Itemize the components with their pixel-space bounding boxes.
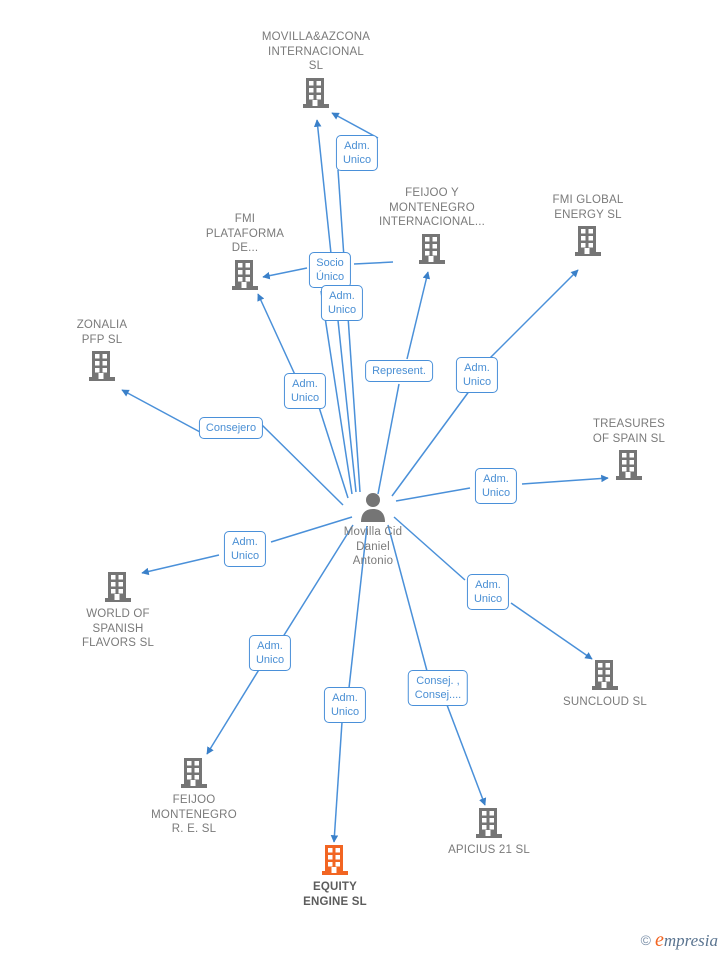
building-icon (43, 570, 193, 604)
node-fmi-global-energy[interactable]: FMI GLOBAL ENERGY SL (513, 193, 663, 258)
building-icon (530, 658, 680, 692)
node-movilla-azcona[interactable]: MOVILLA&AZCONA INTERNACIONAL SL (241, 30, 391, 110)
building-icon (414, 806, 564, 840)
node-label-fmi-plataforma: FMI PLATAFORMA DE... (205, 213, 285, 254)
node-label-zonalia-pfp: ZONALIA PFP SL (76, 319, 128, 346)
node-feijoo-montenegro-re[interactable]: FEIJOO MONTENEGRO R. E. SL (119, 756, 269, 837)
node-label-treasures-of-spain: TREASURES OF SPAIN SL (592, 418, 666, 445)
edge-admunico-to-movilla-azcona (331, 112, 379, 139)
node-feijoo-montenegro-internacional[interactable]: FEIJOO Y MONTENEGRO INTERNACIONAL... (357, 186, 507, 266)
building-icon (554, 448, 704, 482)
edge-center-to-wosf (270, 516, 353, 543)
edge-admunico-to-fmiglobal (486, 269, 579, 362)
edge-center-to-fmi-plataforma-socio (320, 290, 353, 495)
edge-label-adm-unico-world-of-spanish-flavors[interactable]: Adm. Unico (223, 531, 267, 567)
node-label-center-person: Movilla Cid Daniel Antonio (343, 526, 403, 567)
node-label-equity-engine: EQUITY ENGINE SL (303, 881, 367, 908)
edge-label-adm-unico-suncloud[interactable]: Adm. Unico (466, 574, 510, 610)
brand-initial: e (654, 929, 664, 951)
edge-center-to-movilla-azcona-b (337, 169, 361, 493)
edge-admunico-to-fmi-plataforma (257, 293, 297, 378)
edge-socio-right-stub (353, 261, 394, 265)
edge-center-to-treasures (395, 487, 471, 502)
node-label-fmi-global-energy: FMI GLOBAL ENERGY SL (552, 194, 624, 221)
edge-center-to-equity (348, 525, 368, 689)
edge-label-adm-unico-fmi-global-energy[interactable]: Adm. Unico (455, 357, 499, 393)
edge-admunico-to-treasures (521, 474, 609, 485)
edge-admunico-to-wosf (141, 554, 220, 576)
building-icon (27, 349, 177, 383)
node-treasures-of-spain[interactable]: TREASURES OF SPAIN SL (554, 417, 704, 482)
copyright-symbol: © (640, 932, 651, 948)
edge-label-adm-unico-feijoo-re[interactable]: Adm. Unico (248, 635, 292, 671)
building-icon (119, 756, 269, 790)
edge-center-to-fmi-plataforma-adm (317, 403, 349, 499)
node-label-apicius-21: APICIUS 21 SL (448, 844, 530, 856)
building-icon-focal (260, 843, 410, 877)
edge-consej-to-apicius (446, 704, 487, 806)
edge-label-consejero-zonalia[interactable]: Consejero (198, 417, 264, 439)
edge-represent-to-feijoo-int (406, 271, 431, 360)
edge-label-consej-apicius[interactable]: Consej. , Consej.... (407, 670, 469, 706)
edge-center-to-feijoo-int-represent (377, 383, 400, 495)
node-center-person[interactable]: Movilla Cid Daniel Antonio (298, 492, 448, 569)
building-icon (241, 76, 391, 110)
node-label-feijoo-montenegro-internacional: FEIJOO Y MONTENEGRO INTERNACIONAL... (378, 187, 486, 228)
node-fmi-plataforma[interactable]: FMI PLATAFORMA DE... (170, 212, 320, 292)
edge-label-adm-unico-equity-engine[interactable]: Adm. Unico (323, 687, 367, 723)
brand-name: mpresia (663, 931, 718, 950)
building-icon (170, 258, 320, 292)
node-label-world-of-spanish-flavors: WORLD OF SPANISH FLAVORS SL (81, 608, 155, 649)
edge-label-adm-unico-feijoo-internacional[interactable]: Adm. Unico (320, 285, 364, 321)
node-zonalia-pfp[interactable]: ZONALIA PFP SL (27, 318, 177, 383)
edge-consejero-to-zonalia (121, 389, 201, 433)
node-world-of-spanish-flavors[interactable]: WORLD OF SPANISH FLAVORS SL (43, 570, 193, 651)
node-equity-engine[interactable]: EQUITY ENGINE SL (260, 843, 410, 909)
node-suncloud[interactable]: SUNCLOUD SL (530, 658, 680, 710)
edge-label-adm-unico-fmi-plataforma[interactable]: Adm. Unico (283, 373, 327, 409)
building-icon (357, 232, 507, 266)
edge-admunico-to-equity (330, 721, 343, 843)
building-icon (513, 224, 663, 258)
edge-label-represent-feijoo-internacional[interactable]: Represent. (365, 360, 433, 382)
edge-center-to-suncloud (393, 516, 466, 581)
node-label-feijoo-montenegro-re: FEIJOO MONTENEGRO R. E. SL (151, 794, 237, 835)
edge-admunico-to-feijoo-re (206, 667, 261, 755)
person-icon (298, 492, 448, 522)
edge-label-adm-unico-treasures[interactable]: Adm. Unico (474, 468, 518, 504)
node-apicius-21[interactable]: APICIUS 21 SL (414, 806, 564, 858)
edge-center-to-fmiglobal (391, 389, 471, 497)
edge-center-to-apicius (387, 524, 428, 672)
edge-layer (121, 112, 609, 843)
edge-socio-to-fmi-plataforma (262, 267, 308, 280)
edge-label-socio-unico-fmi-plataforma[interactable]: Socio Único (308, 252, 352, 288)
edge-center-to-feijoo-re (280, 524, 354, 641)
node-label-suncloud: SUNCLOUD SL (563, 696, 647, 708)
node-label-movilla-azcona: MOVILLA&AZCONA INTERNACIONAL SL (261, 31, 371, 72)
edge-label-adm-unico-movilla-azcona[interactable]: Adm. Unico (335, 135, 379, 171)
edge-center-to-zonalia (261, 424, 344, 506)
edge-admunico-to-suncloud (510, 602, 593, 660)
watermark: © empresia (641, 930, 718, 950)
